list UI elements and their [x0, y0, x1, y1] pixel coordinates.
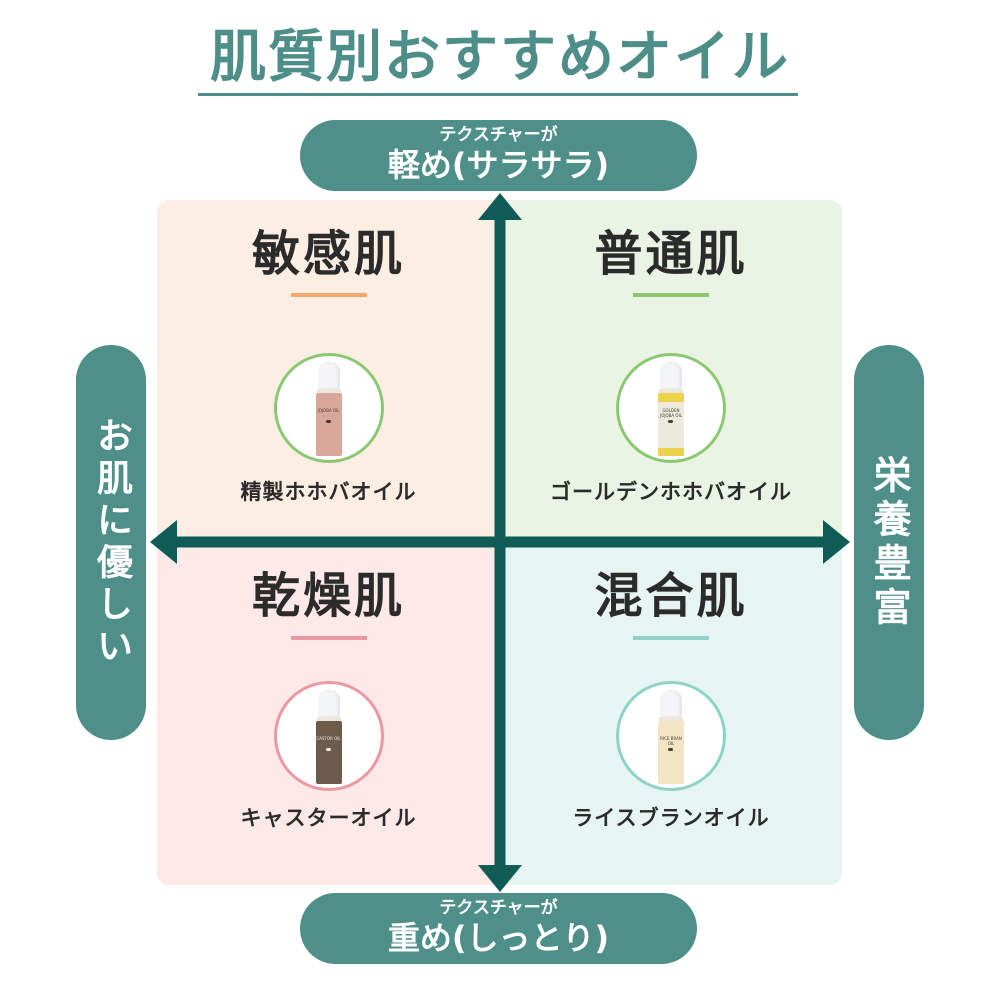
bottle-logo-icon [668, 748, 673, 751]
bottle-neck [659, 717, 683, 722]
bottle-label-text: CASTOR OIL [316, 736, 341, 741]
bottle-label-text: JOJOBA OIL [317, 408, 340, 413]
oil-bottle-icon: CASTOR OIL [315, 690, 343, 786]
axis-bottom-value: 重め(しっとり) [387, 919, 610, 957]
bottle-cap [660, 690, 682, 717]
bottle-neck [316, 717, 341, 722]
bottle-neck [316, 389, 341, 394]
oil-bottle-icon: RICE BRAN OIL [657, 690, 685, 786]
bottle-cap [660, 362, 682, 389]
arrow-right-icon [823, 520, 850, 564]
bottle-body [315, 393, 342, 456]
product-name: 精製ホホバオイル [240, 480, 417, 504]
quadrant-heading: 混合肌 [594, 568, 748, 624]
bottle-label-text: GOLDEN JOJOBA OIL [660, 408, 682, 418]
quadrant-dry-skin: 乾燥肌 CASTOR OIL キャスターオイル [157, 542, 500, 885]
heading-underline [290, 636, 367, 640]
bottle-logo-icon [325, 748, 331, 751]
bottle-logo-icon [668, 420, 673, 423]
product-image-frame: JOJOBA OIL [273, 353, 384, 463]
axis-right-value: 栄養豊富 [867, 454, 911, 631]
axis-left-value: お肌に優しい [91, 416, 132, 669]
quadrant-normal-skin: 普通肌 GOLDEN JOJOBA OIL ゴールデンホホバオイル [500, 200, 842, 542]
bottle-label-text: RICE BRAN OIL [660, 736, 682, 746]
axis-top-caption: テクスチャーが [439, 125, 558, 145]
bottle-logo-icon [325, 420, 331, 423]
arrow-up-icon [478, 193, 522, 220]
horizontal-axis-line [172, 536, 828, 548]
quadrant-heading: 普通肌 [594, 226, 748, 282]
bottle-label-panel [658, 402, 684, 448]
oil-bottle-icon: JOJOBA OIL [315, 362, 343, 458]
axis-label-right: 栄養豊富 [854, 345, 924, 740]
axis-label-left: お肌に優しい [76, 345, 146, 740]
product-image-frame: GOLDEN JOJOBA OIL [616, 353, 726, 463]
axis-label-top: テクスチャーが 軽め(サラサラ) [300, 120, 697, 191]
product-name: ゴールデンホホバオイル [550, 480, 792, 504]
oil-bottle-icon: GOLDEN JOJOBA OIL [657, 362, 685, 458]
product-image-frame: CASTOR OIL [273, 681, 384, 791]
quadrant-combination-skin: 混合肌 RICE BRAN OIL ライスブランオイル [500, 542, 842, 885]
quadrant-heading: 敏感肌 [251, 226, 405, 282]
product-image-frame: RICE BRAN OIL [616, 681, 726, 791]
bottle-body [658, 721, 684, 784]
quadrant-sensitive-skin: 敏感肌 JOJOBA OIL 精製ホホバオイル [157, 200, 500, 542]
title-underline [198, 93, 798, 96]
heading-underline [633, 636, 709, 640]
page-title: 肌質別おすすめオイル [210, 25, 790, 90]
heading-underline [633, 293, 709, 297]
product-name: ライスブランオイル [572, 806, 770, 830]
bottle-neck [659, 389, 683, 394]
product-name: キャスターオイル [240, 806, 417, 830]
axis-bottom-caption: テクスチャーが [439, 898, 558, 918]
quadrant-heading: 乾燥肌 [251, 568, 405, 624]
axis-top-value: 軽め(サラサラ) [387, 146, 610, 184]
arrow-left-icon [150, 520, 177, 564]
axis-label-bottom: テクスチャーが 重め(しっとり) [300, 893, 697, 964]
heading-underline [290, 293, 367, 297]
arrow-down-icon [478, 865, 522, 892]
bottle-body [315, 721, 342, 784]
bottle-cap [317, 690, 340, 717]
bottle-cap [317, 362, 340, 389]
